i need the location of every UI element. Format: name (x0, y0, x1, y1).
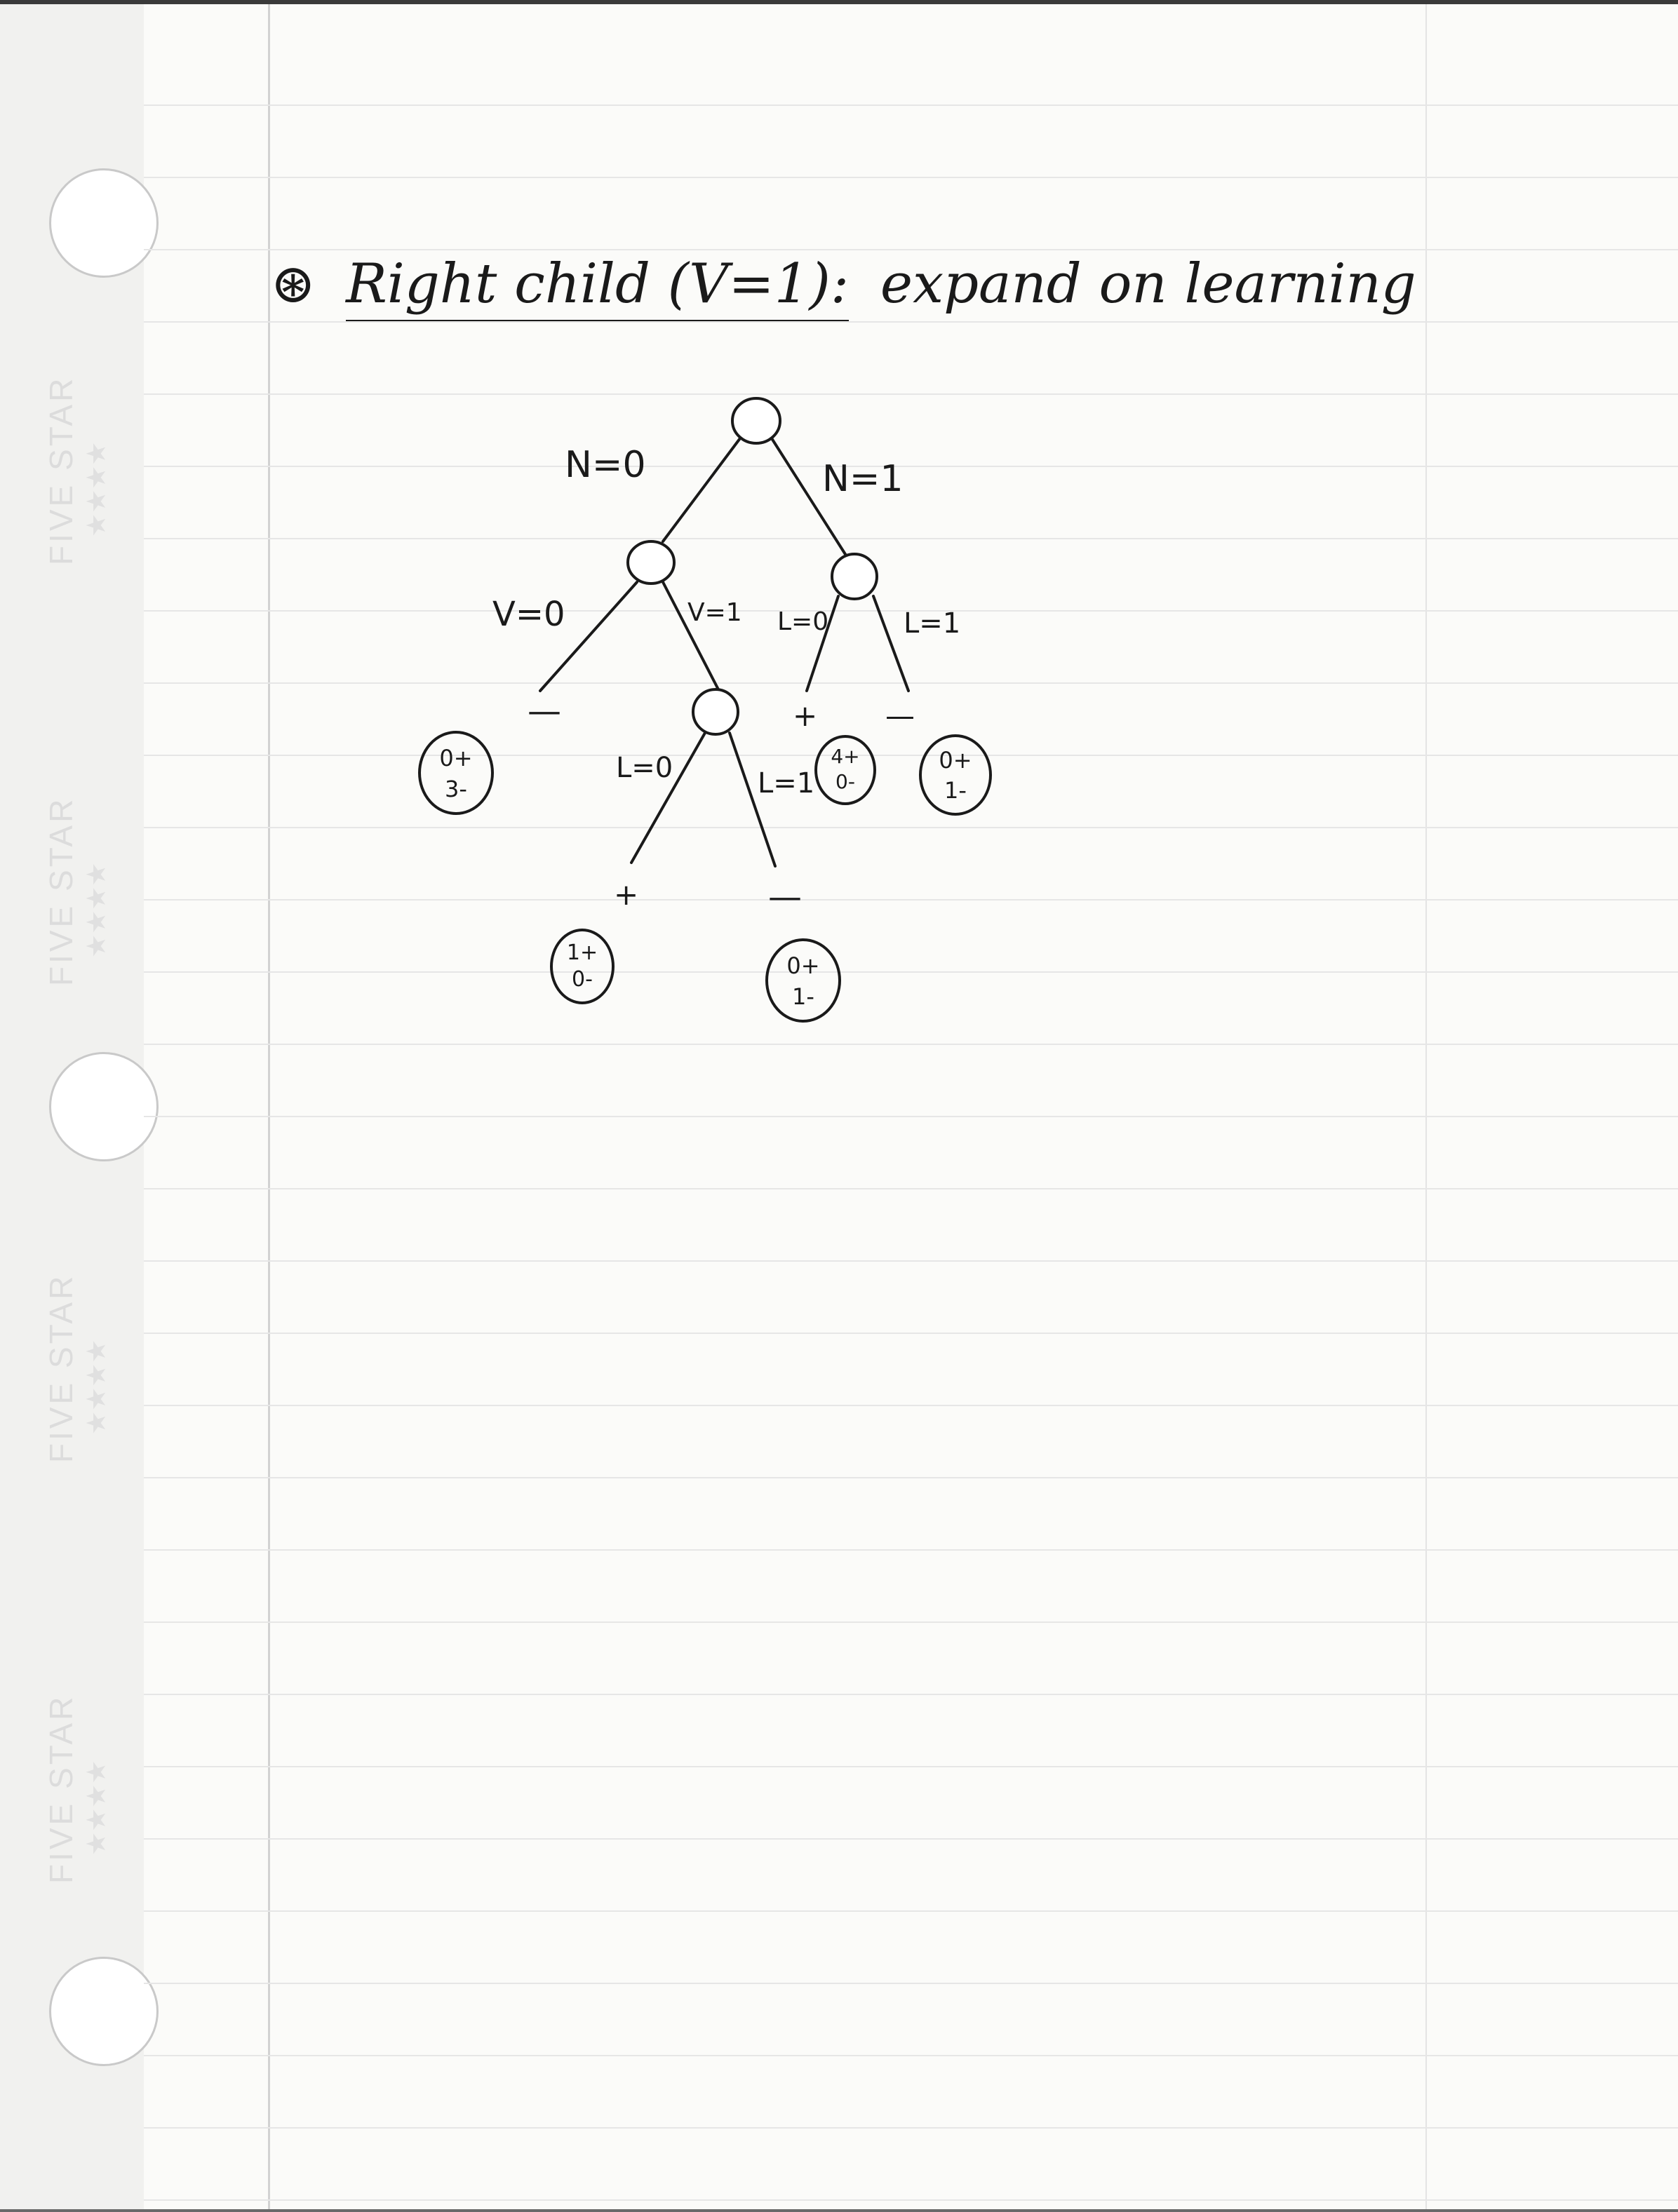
leaf-neg-count: 0- (572, 967, 593, 992)
edge-n1-left (805, 595, 840, 692)
punch-hole (49, 1052, 159, 1161)
leaf-v1-l1: 0+ 1- (765, 938, 841, 1023)
label-v1: V=1 (687, 598, 742, 627)
label-n1: N=1 (822, 458, 904, 500)
leaf-signs: — + — + — (528, 692, 915, 917)
label-n1-l1: L=1 (904, 607, 960, 640)
punch-hole (49, 168, 159, 278)
punch-hole (49, 1957, 159, 2066)
edge-n0-left (539, 581, 638, 692)
sign-v1-l0: + (614, 877, 638, 912)
label-v1-l1: L=1 (758, 767, 814, 800)
root-node (731, 397, 781, 445)
sign-n1-l0: + (793, 699, 817, 733)
leaf-neg-count: 1- (792, 983, 814, 1010)
heading-underlined-text: Right child (V=1): (346, 252, 850, 323)
n0-node (626, 540, 676, 585)
leaf-neg-count: 1- (944, 777, 967, 804)
n1-node (831, 553, 878, 600)
leaf-count-circles: 0+ 3- 4+ 0- 0+ 1- 1+ 0- 0+ 1- (418, 731, 992, 1023)
label-v0: V=0 (492, 595, 565, 634)
edge-n1-right (872, 595, 910, 692)
scan-top-edge (0, 0, 1678, 4)
sign-n1-l1: — (885, 699, 915, 733)
bullet-icon: ⊛ (270, 252, 316, 316)
tree-nodes (626, 397, 878, 736)
edge-n0-right (662, 581, 720, 692)
leaf-pos-count: 0+ (439, 745, 472, 771)
edge-v1-left (630, 731, 706, 864)
leaf-v0: 0+ 3- (418, 731, 494, 815)
leaf-pos-count: 1+ (567, 940, 598, 965)
tree-edges (539, 437, 910, 868)
edge-labels: N=0 N=1 V=0 V=1 L=0 L=1 L=0 L=1 (492, 444, 960, 800)
leaf-n1-l0: 4+ 0- (814, 735, 876, 805)
page-heading: ⊛ Right child (V=1): expand on learning (270, 252, 1416, 323)
leaf-pos-count: 0+ (786, 952, 819, 979)
ruled-lines (144, 104, 1678, 2201)
leaf-pos-count: 0+ (939, 747, 972, 774)
scan-bottom-edge (0, 2209, 1678, 2212)
leaf-v1-l0: 1+ 0- (550, 929, 615, 1004)
right-margin-line (1425, 4, 1427, 2209)
label-n1-l0: L=0 (777, 607, 828, 636)
leaf-neg-count: 0- (835, 770, 855, 793)
edge-root-left (662, 437, 741, 543)
label-v1-l0: L=0 (616, 752, 673, 784)
heading-rest-text: expand on learning (880, 252, 1416, 316)
edge-v1-right (728, 731, 777, 868)
edge-root-right (770, 437, 849, 559)
sign-v0: — (528, 692, 561, 731)
sign-v1-l1: — (768, 877, 802, 917)
leaf-pos-count: 4+ (831, 745, 859, 768)
leaf-neg-count: 3- (445, 776, 467, 802)
margin-line (268, 4, 270, 2209)
label-n0: N=0 (565, 444, 646, 486)
leaf-n1-l1: 0+ 1- (919, 734, 992, 816)
v1-node (692, 688, 739, 736)
